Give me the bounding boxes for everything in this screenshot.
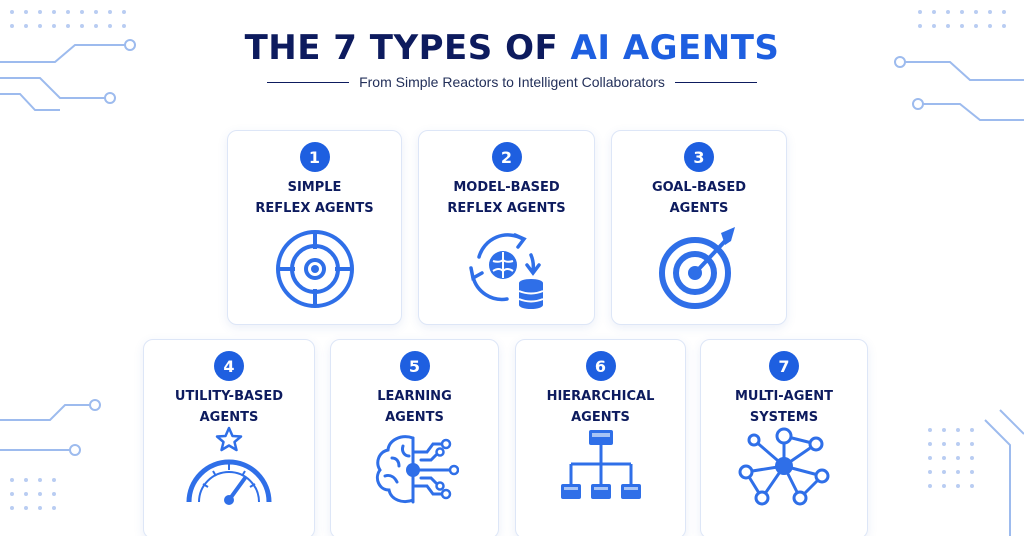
agent-card-multi-agent: 7 MULTI-AGENT SYSTEMS: [700, 339, 868, 536]
agent-title: HIERARCHICAL AGENTS: [516, 386, 685, 428]
agent-title: MODEL-BASED REFLEX AGENTS: [419, 177, 594, 219]
agent-number-badge: 1: [299, 142, 330, 172]
agent-title-line1: LEARNING: [377, 389, 452, 404]
circuit-decoration-bottom-right: [928, 409, 1024, 536]
agent-title-line2: SYSTEMS: [749, 410, 819, 425]
star-gauge-icon: [186, 426, 272, 505]
agent-card-learning: 5 LEARNING AGENTS: [330, 339, 499, 536]
network-nodes-icon: [738, 427, 830, 506]
crosshair-target-icon: [275, 230, 354, 308]
agent-card-model-based-reflex: 2 MODEL-BASED REFLEX AGENTS: [418, 130, 595, 325]
agent-number-badge: 3: [684, 142, 714, 172]
agent-title-line2: REFLEX AGENTS: [447, 201, 566, 216]
agent-number-badge: 4: [214, 351, 244, 381]
agent-title-line1: MODEL-BASED: [453, 180, 560, 195]
agent-title-line2: AGENTS: [385, 410, 444, 425]
brain-cycle-database-icon: [468, 233, 543, 309]
agent-title: UTILITY-BASED AGENTS: [144, 386, 314, 428]
agent-card-utility-based: 4 UTILITY-BASED AGENTS: [143, 339, 315, 536]
agent-title-line1: HIERARCHICAL: [546, 389, 655, 404]
agent-title-line1: SIMPLE: [287, 180, 342, 195]
page-subtitle: From Simple Reactors to Intelligent Coll…: [359, 74, 665, 90]
agent-title-line2: REFLEX AGENTS: [255, 201, 374, 216]
agent-title: GOAL-BASED AGENTS: [612, 177, 786, 219]
subtitle-rule-right: [674, 81, 757, 83]
agent-title: SIMPLE REFLEX AGENTS: [228, 177, 401, 219]
agent-number-badge: 5: [399, 351, 430, 381]
page-title: THE 7 TYPES OF AI AGENTS: [0, 28, 1024, 68]
title-prefix: THE 7 TYPES OF: [244, 28, 571, 68]
agent-title-line1: UTILITY-BASED: [174, 389, 284, 404]
agent-title-line2: AGENTS: [571, 410, 630, 425]
agent-number-badge: 7: [769, 351, 799, 381]
agent-card-goal-based: 3 GOAL-BASED AGENTS: [611, 130, 787, 325]
circuit-brain-icon: [375, 435, 459, 504]
agent-card-hierarchical: 6 HIERARCHICAL AGENTS: [515, 339, 686, 536]
subtitle-rule-left: [267, 81, 350, 83]
circuit-decoration-top-right: [894, 10, 1024, 121]
agent-number-badge: 6: [585, 351, 616, 381]
agent-title-line1: GOAL-BASED: [651, 180, 747, 195]
bullseye-arrow-icon: [659, 227, 735, 309]
title-accent: AI AGENTS: [570, 28, 780, 68]
agent-number-badge: 2: [491, 142, 522, 172]
org-chart-icon: [560, 430, 641, 499]
agent-title: MULTI-AGENT SYSTEMS: [701, 386, 867, 428]
circuit-decoration-top-left: [0, 10, 136, 111]
circuit-decoration-bottom-left: [0, 399, 101, 510]
agent-title-line2: AGENTS: [669, 201, 729, 216]
subtitle-row: From Simple Reactors to Intelligent Coll…: [0, 74, 1024, 90]
agent-title-line2: AGENTS: [199, 410, 259, 425]
agent-title: LEARNING AGENTS: [331, 386, 498, 428]
agent-card-simple-reflex: 1 SIMPLE REFLEX AGENTS: [227, 130, 402, 325]
agent-title-line1: MULTI-AGENT: [734, 389, 834, 404]
